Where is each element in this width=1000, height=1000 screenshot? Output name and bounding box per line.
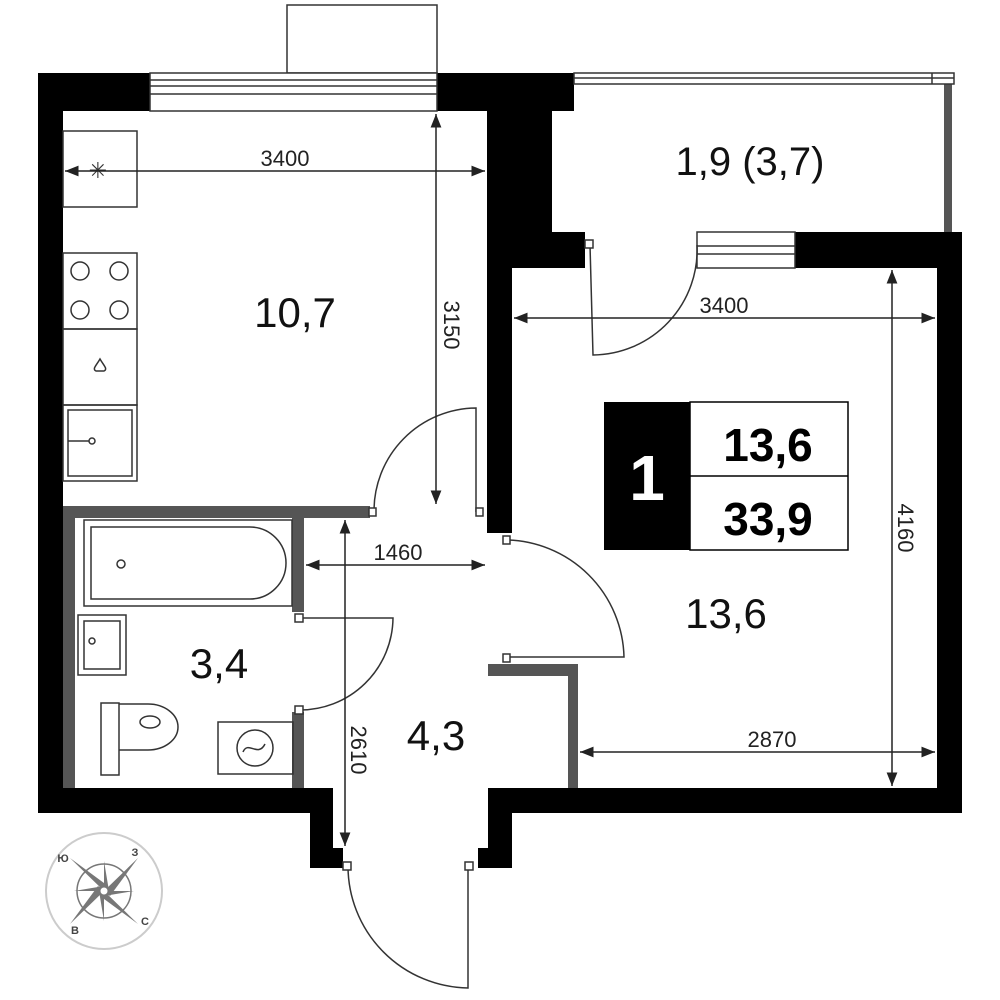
balcony-glazing	[573, 72, 955, 85]
dimension-lines	[65, 114, 935, 846]
room-area-kitchen: 10,7	[254, 289, 336, 336]
dimension-kitchen-depth: 3150	[439, 301, 464, 350]
dimension-room-depth: 4160	[893, 504, 918, 553]
balcony-door-window	[696, 231, 796, 269]
dimension-kitchen-width: 3400	[261, 146, 310, 171]
summary-badge: 1 13,6 33,9	[604, 401, 849, 551]
burner-icon	[109, 300, 129, 320]
room-area-hallway: 4,3	[407, 712, 465, 759]
door-swings	[294, 239, 698, 989]
burner-icon	[70, 300, 90, 320]
dimension-hall-width: 1460	[374, 540, 423, 565]
total-area: 33,9	[723, 493, 813, 545]
washbasin	[77, 614, 127, 676]
toilet	[100, 702, 120, 776]
compass-letter-east: В	[71, 925, 79, 937]
room-area-balcony: 1,9 (3,7)	[676, 140, 825, 184]
room-area-bathroom: 3,4	[190, 640, 248, 687]
compass-letter-north: С	[141, 916, 149, 928]
burner-icon	[109, 261, 129, 281]
washing-machine	[217, 721, 294, 775]
kitchen-fixtures	[62, 130, 138, 482]
partitions	[63, 84, 952, 788]
rooms-count: 1	[629, 442, 665, 514]
dishwasher	[62, 328, 138, 406]
compass-icon: Ю З В С	[45, 832, 163, 950]
compass-letter-south: Ю	[57, 853, 68, 865]
burner-icon	[70, 261, 90, 281]
dimension-room-lower-width: 2870	[748, 727, 797, 752]
bathtub	[83, 519, 293, 607]
drop-icon	[93, 357, 107, 372]
dimension-hall-depth: 2610	[346, 726, 371, 775]
dimension-room-width: 3400	[700, 293, 749, 318]
living-area: 13,6	[723, 419, 813, 471]
bathroom-fixtures	[77, 519, 294, 776]
room-area-bedroom: 13,6	[685, 590, 767, 637]
kitchen-window	[149, 4, 438, 112]
kitchen-sink	[62, 404, 138, 482]
compass-letter-west: З	[132, 847, 139, 859]
exterior-walls	[38, 73, 962, 868]
